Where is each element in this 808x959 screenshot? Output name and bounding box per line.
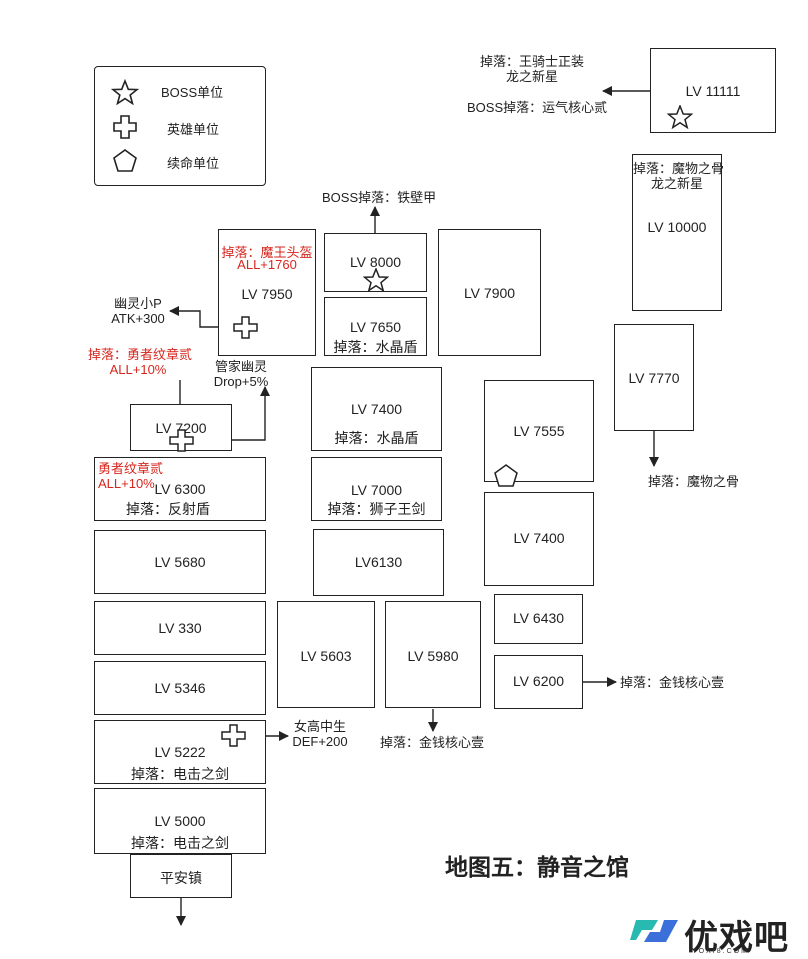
room-lv-7400-a: LV 7400 掉落：水晶盾 (311, 367, 442, 451)
legend-hero-label: 英雄单位 (167, 122, 220, 137)
map-title: 地图五：静音之馆 (445, 854, 629, 880)
room-lv-7200: LV 7200 (130, 404, 232, 452)
logo-mark-icon (630, 920, 678, 942)
room-lv-8000: LV 8000 (324, 233, 427, 292)
boss8000-drop-label: BOSS掉落：铁壁甲 (322, 190, 437, 205)
legend-boss-label: BOSS单位 (161, 85, 224, 100)
room-lv-7950: 掉落：魔王头盔 ALL+1760 LV 7950 (218, 229, 316, 356)
room-lv-10000: 掉落：魔物之骨 龙之新星 LV 10000 (632, 154, 724, 311)
top-drop-label: 掉落：王骑士正装 龙之新星 (479, 54, 584, 84)
site-logo: 优戏吧 YOXI8.COM (628, 908, 808, 957)
room-lv-7900: LV 7900 (438, 229, 541, 356)
room-lv-7400-b: LV 7400 (484, 492, 594, 586)
butler-ghost-label: 管家幽灵 Drop+5% (213, 359, 269, 389)
hero-drop-label: 掉落：勇者纹章贰 ALL+10% (88, 347, 193, 377)
cross-icon (221, 724, 246, 747)
room-lv-5000: LV 5000 掉落：电击之剑 (94, 788, 266, 854)
room-lv-6130: LV6130 (313, 529, 444, 596)
cross-icon (233, 316, 258, 339)
medal-label: 勇者纹章贰 ALL+10% (98, 461, 164, 491)
gold-drop-label-b: 掉落：金钱核心壹 (620, 675, 725, 690)
ghost-p-label: 幽灵小P ATK+300 (111, 296, 165, 326)
room-lv-6430: LV 6430 (494, 594, 583, 644)
bone-drop-label: 掉落：魔物之骨 (648, 474, 740, 489)
room-lv-6200: LV 6200 (494, 655, 583, 709)
room-lv-6300: 勇者纹章贰 ALL+10% LV 6300 掉落：反射盾 (94, 457, 266, 521)
gold-drop-label-a: 掉落：金钱核心壹 (380, 735, 485, 750)
pentagon-icon (494, 464, 518, 487)
logo-subtext: YOXI8.COM (692, 948, 749, 955)
legend-heal-label: 续命单位 (167, 156, 220, 171)
room-lv-5680: LV 5680 (94, 530, 266, 594)
room-lv-5603: LV 5603 (277, 601, 375, 708)
room-lv-7650: LV 7650 掉落：水晶盾 (324, 297, 427, 356)
cross-icon (113, 115, 137, 139)
schoolgirl-label: 女高中生 DEF+200 (292, 719, 348, 749)
room-lv-5980: LV 5980 (385, 601, 481, 708)
logo-text: 优戏吧 (684, 919, 789, 957)
star-icon (111, 79, 139, 105)
top-boss-drop-label: BOSS掉落：运气核心贰 (467, 100, 608, 115)
star-icon (667, 105, 693, 129)
room-lv-11111: LV 11111 (650, 48, 776, 133)
room-lv-7770: LV 7770 (614, 324, 694, 431)
room-town: 平安镇 (130, 854, 232, 898)
room-lv-7555: LV 7555 (484, 380, 594, 487)
pentagon-icon (113, 149, 137, 172)
room-lv-330: LV 330 (94, 601, 266, 655)
legend: BOSS单位 英雄单位 续命单位 (94, 66, 266, 186)
room-lv-7000: LV 7000 掉落：狮子王剑 (311, 457, 442, 521)
star-icon (363, 268, 389, 292)
room-lv-5222: LV 5222 掉落：电击之剑 (94, 720, 266, 784)
cross-icon (169, 429, 194, 452)
room-lv-5346: LV 5346 (94, 661, 266, 715)
